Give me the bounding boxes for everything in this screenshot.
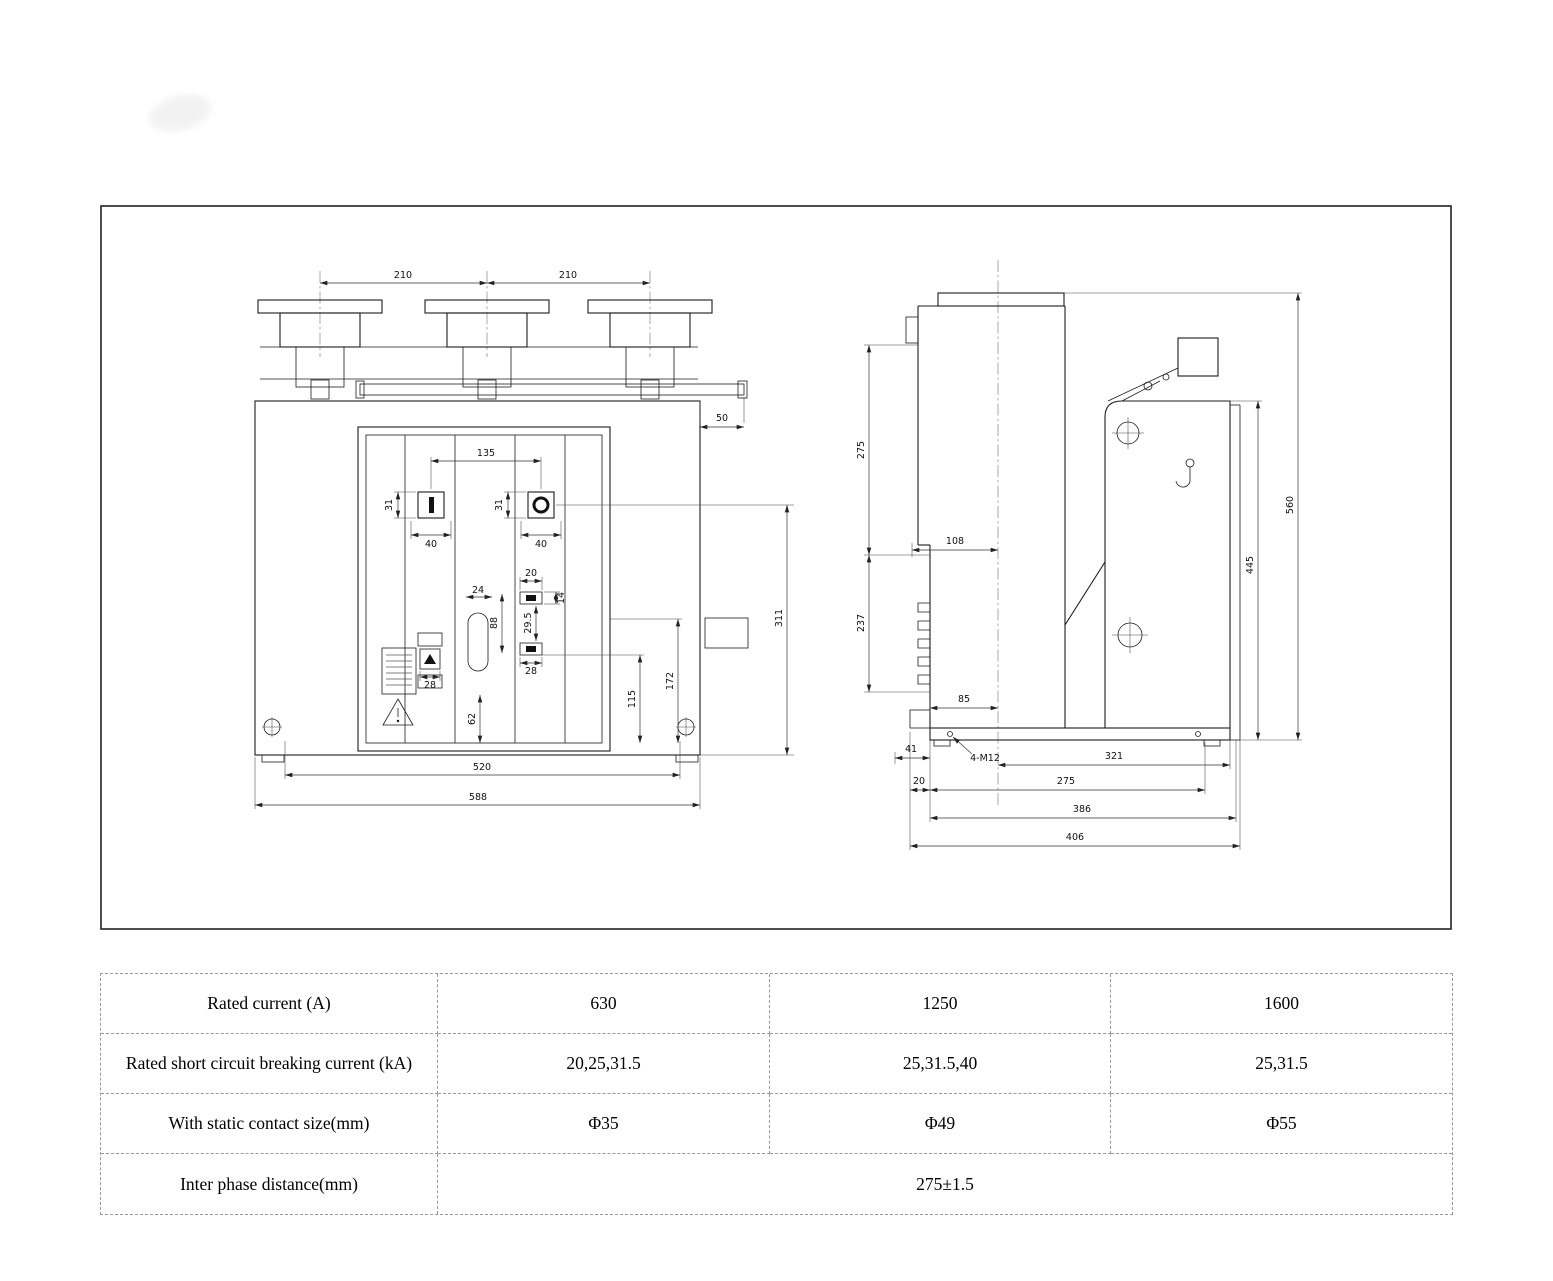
dim-275-lower-label: 275 — [1057, 776, 1075, 787]
linkage-pin — [1162, 373, 1170, 381]
table-cell: 630 — [438, 974, 770, 1034]
dim-31-left-label: 31 — [384, 499, 395, 511]
dim-20-label: 20 — [913, 776, 925, 787]
dim-40-left-label: 40 — [425, 539, 437, 550]
table-row-rated-current: Rated current (A) 630 1250 1600 — [101, 974, 1452, 1034]
dim-210-right-label: 210 — [559, 270, 577, 281]
dim-520-label: 520 — [473, 762, 491, 773]
bolt-hole — [1195, 731, 1201, 737]
table-cell: 25,31.5,40 — [770, 1034, 1111, 1094]
insulator-rib — [917, 638, 930, 649]
dim-445-label: 445 — [1245, 556, 1256, 574]
side-view: 275 237 108 85 41 4-M12 321 — [856, 260, 1302, 850]
operating-rod — [310, 379, 748, 400]
dim-386-label: 386 — [1073, 804, 1091, 815]
table-cell: 275±1.5 — [916, 1173, 974, 1194]
dim-28-upper-label: 28 — [525, 666, 537, 677]
dim-275-upper-label: 275 — [856, 441, 867, 459]
side-socket — [704, 617, 749, 649]
dim-321-label: 321 — [1105, 751, 1123, 762]
front-bracket — [909, 709, 931, 729]
dim-31-right-label: 31 — [494, 499, 505, 511]
drawing-frame — [100, 205, 1452, 930]
insulator-rib — [917, 656, 930, 667]
pole-bushings — [257, 299, 713, 388]
dim-115-label: 115 — [627, 690, 638, 708]
close-button — [417, 491, 445, 519]
table-cell: 20,25,31.5 — [438, 1034, 770, 1094]
dim-40-right-label: 40 — [535, 539, 547, 550]
table-row-breaking-current: Rated short circuit breaking current (kA… — [101, 1034, 1452, 1094]
arrow-icon — [424, 654, 436, 664]
dim-406-label: 406 — [1066, 832, 1084, 843]
open-button — [527, 491, 555, 519]
upper-notch — [905, 316, 919, 344]
table-cell: 25,31.5 — [1111, 1034, 1452, 1094]
breaker-body — [254, 400, 701, 756]
front-panel-inner — [365, 434, 603, 744]
mechanism-box — [1104, 337, 1241, 741]
base-plate — [929, 727, 1231, 741]
lifting-hook-icon — [1175, 467, 1191, 488]
dim-20-label: 20 — [525, 568, 537, 579]
manual-handle-slot — [467, 612, 489, 672]
table-cell: Φ35 — [438, 1094, 770, 1154]
dim-237-label: 237 — [856, 614, 867, 632]
front-dimensions: 210 210 50 135 31 31 — [254, 270, 794, 809]
insulator-rib — [917, 620, 930, 631]
counter-window — [417, 632, 443, 647]
dim-24-label: 24 — [472, 585, 484, 596]
dim-29-5-label: 29.5 — [523, 612, 534, 633]
table-cell: Φ55 — [1111, 1094, 1452, 1154]
dim-14-label: 14 — [556, 592, 567, 604]
bolt-hole — [947, 731, 953, 737]
hook-eye — [1185, 458, 1195, 468]
insulator-rib — [917, 602, 930, 613]
mechanism-cluster — [417, 591, 543, 689]
table-cell: 1600 — [1111, 974, 1452, 1034]
linkage-pin — [1143, 381, 1153, 391]
base-assembly — [909, 709, 1231, 747]
dim-4-m12-label: 4-M12 — [970, 753, 1000, 764]
table-cell: 1250 — [770, 974, 1111, 1034]
dim-135-label: 135 — [477, 448, 495, 459]
dim-210-left-label: 210 — [394, 270, 412, 281]
front-view: 210 210 50 135 31 31 — [254, 270, 794, 809]
row-label: Rated current (A) — [101, 974, 438, 1034]
table-row-interphase-distance: Inter phase distance(mm) 275±1.5 — [101, 1154, 1452, 1214]
close-bar-icon — [429, 497, 434, 513]
dim-172-label: 172 — [665, 672, 676, 690]
dim-108-label: 108 — [946, 536, 964, 547]
side-dimensions: 275 237 108 85 41 4-M12 321 — [856, 292, 1302, 850]
dim-50-label: 50 — [716, 413, 728, 424]
dim-311-label: 311 — [774, 609, 785, 627]
dim-85-label: 85 — [958, 694, 970, 705]
row-label: With static contact size(mm) — [101, 1094, 438, 1154]
table-row-contact-size: With static contact size(mm) Φ35 Φ49 Φ55 — [101, 1094, 1452, 1154]
spec-table: Rated current (A) 630 1250 1600 Rated sh… — [100, 973, 1453, 1215]
row-label: Rated short circuit breaking current (kA… — [101, 1034, 438, 1094]
pole-housing — [917, 305, 1106, 728]
open-circle-icon — [532, 496, 550, 514]
warning-triangle-icon — [382, 698, 414, 726]
charge-indicator — [419, 648, 441, 670]
smudge-watermark — [144, 88, 216, 138]
dim-588-label: 588 — [469, 792, 487, 803]
table-cell: Φ49 — [770, 1094, 1111, 1154]
nameplate — [381, 647, 417, 695]
front-panel-outer — [357, 426, 611, 752]
dim-62-label: 62 — [467, 713, 478, 725]
dim-41-label: 41 — [905, 744, 917, 755]
pole-top-cap — [937, 292, 1065, 307]
top-terminal-box — [1177, 337, 1219, 377]
technical-drawing: 210 210 50 135 31 31 — [100, 205, 1452, 930]
insulator-rib — [917, 674, 930, 685]
dim-560-label: 560 — [1285, 496, 1296, 514]
row-label: Inter phase distance(mm) — [101, 1154, 438, 1214]
dim-28-lower-label: 28 — [424, 680, 436, 691]
dim-88-label: 88 — [489, 617, 500, 629]
